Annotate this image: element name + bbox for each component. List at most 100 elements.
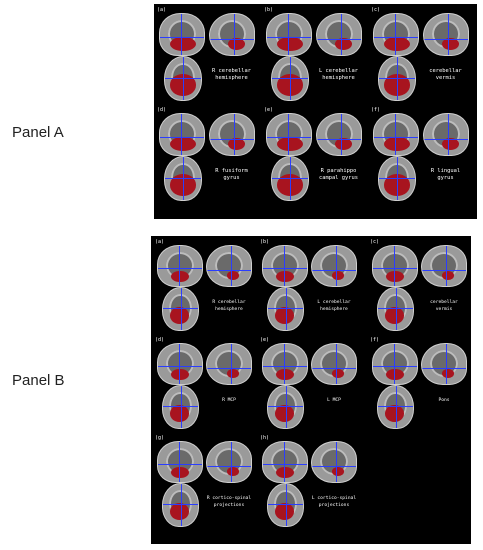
region-label: R cerebellar hemisphere (212, 68, 251, 81)
sagittal-slice (423, 13, 469, 56)
axial-slice (378, 156, 416, 201)
crosshair-horizontal (379, 77, 415, 79)
coronal-slice (266, 113, 312, 156)
crosshair-horizontal (424, 38, 468, 40)
cell-letter: (b) (260, 239, 270, 245)
cell-letter: (f) (371, 107, 381, 113)
region-label: L MCP (327, 398, 341, 403)
lesion-overlay (275, 502, 295, 520)
crosshair-vertical (448, 14, 450, 55)
cell-letter: (e) (260, 337, 270, 343)
lesion-overlay (384, 74, 410, 96)
crosshair-vertical (448, 114, 450, 155)
lesion-overlay (226, 270, 240, 280)
crosshair-vertical (231, 344, 233, 384)
crosshair-horizontal (379, 177, 415, 179)
axial-slice (162, 385, 199, 429)
lesion-overlay (441, 368, 455, 378)
crosshair-horizontal (263, 464, 307, 465)
crosshair-horizontal (210, 38, 254, 40)
lesion-overlay (385, 306, 405, 324)
sagittal-slice (311, 245, 357, 287)
axial-slice (271, 156, 309, 201)
region-label: L cerebellar hemisphere (319, 68, 358, 81)
lesion-overlay (441, 37, 460, 51)
crosshair-vertical (231, 246, 233, 286)
region-label: cerebellar vermis (430, 300, 458, 312)
crosshair-horizontal (317, 138, 361, 140)
crosshair-vertical (336, 442, 338, 482)
crosshair-horizontal (210, 138, 254, 140)
region-label: L cortico-spinal projections (311, 496, 357, 508)
region-label: cerebellar vermis (429, 68, 462, 81)
lesion-overlay (334, 137, 353, 151)
crosshair-horizontal (312, 270, 356, 271)
crosshair-horizontal (160, 36, 204, 38)
lesion-overlay (227, 37, 246, 51)
crosshair-horizontal (272, 177, 308, 179)
figure-cell: (g)R cortico-spinal projections (154, 435, 258, 531)
crosshair-vertical (181, 114, 183, 155)
crosshair-vertical (395, 14, 397, 55)
figure-cell: (e)R parahippo campal gyrus (263, 107, 368, 205)
coronal-slice (372, 343, 418, 385)
crosshair-vertical (179, 344, 181, 384)
crosshair-vertical (394, 246, 396, 286)
sagittal-slice (423, 113, 469, 156)
lesion-overlay (334, 37, 353, 51)
sagittal-slice (316, 13, 362, 56)
sagittal-slice (209, 13, 255, 56)
coronal-slice (157, 245, 203, 287)
coronal-slice (157, 441, 203, 483)
cell-letter: (d) (157, 107, 167, 113)
figure-cell: (d)R MCP (154, 337, 258, 433)
region-label: R MCP (222, 398, 236, 403)
cell-letter: (b) (264, 7, 274, 13)
cell-letter: (c) (370, 239, 380, 245)
lesion-overlay (277, 74, 303, 96)
lesion-overlay (276, 136, 304, 151)
region-label: R parahippo campal gyrus (319, 168, 358, 181)
crosshair-horizontal (163, 504, 198, 506)
crosshair-horizontal (374, 136, 418, 138)
cell-letter: (h) (260, 435, 270, 441)
crosshair-horizontal (378, 308, 413, 310)
region-label: Pons (438, 398, 450, 403)
crosshair-vertical (336, 344, 338, 384)
crosshair-horizontal (263, 268, 307, 269)
axial-slice (377, 385, 414, 429)
lesion-overlay (170, 174, 196, 196)
crosshair-horizontal (422, 270, 466, 271)
crosshair-horizontal (160, 136, 204, 138)
coronal-slice (157, 343, 203, 385)
lesion-overlay (226, 466, 240, 476)
figure-cell: (b) L cerebellar hemisphere (259, 239, 363, 335)
figure-cell: (e) L MCP (259, 337, 363, 433)
figure-cell: (c) cerebellar vermis (370, 7, 475, 105)
region-label: L cerebellar hemisphere (317, 300, 351, 312)
crosshair-horizontal (422, 368, 466, 369)
panel-b-title: Panel B (12, 372, 65, 389)
axial-slice (267, 287, 304, 331)
crosshair-vertical (179, 246, 181, 286)
crosshair-vertical (395, 114, 397, 155)
lesion-overlay (331, 466, 345, 476)
lesion-overlay (170, 306, 190, 324)
sagittal-slice (311, 441, 357, 483)
lesion-overlay (170, 74, 196, 96)
coronal-slice (266, 13, 312, 56)
crosshair-vertical (446, 246, 448, 286)
figure-cell: (f)R lingual gyrus (370, 107, 475, 205)
lesion-overlay (170, 502, 190, 520)
region-label: R cerebellar hemisphere (212, 300, 246, 312)
axial-slice (377, 287, 414, 331)
figure-cell: (b) L cerebellar hemisphere (263, 7, 368, 105)
sagittal-slice (206, 441, 252, 483)
figure-cell: (h) L cortico-spinal projections (259, 435, 363, 531)
cell-letter: (c) (371, 7, 381, 13)
panel-a-figure: (a)R cerebellar hemisphere(b)L cerebella… (154, 4, 477, 219)
cell-letter: (g) (155, 435, 165, 441)
region-label: R fusiform gyrus (215, 168, 248, 181)
sagittal-slice (209, 113, 255, 156)
crosshair-horizontal (158, 366, 202, 367)
